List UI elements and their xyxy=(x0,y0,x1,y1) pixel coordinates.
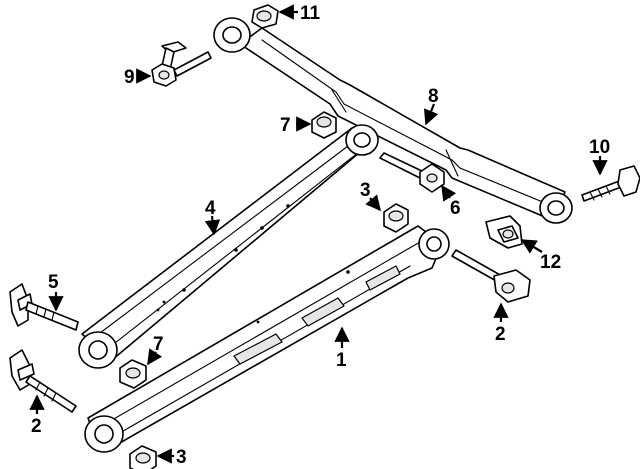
bracket-12 xyxy=(485,215,523,249)
upper-control-arm xyxy=(78,124,379,369)
callout-2-right: 2 xyxy=(495,324,506,345)
arrow-7-lower xyxy=(147,348,163,366)
bolt-2-left xyxy=(9,349,77,413)
bolt-10 xyxy=(581,165,640,202)
arrow-8 xyxy=(423,103,439,126)
bolt-2-right xyxy=(451,249,531,303)
nut-7-top xyxy=(311,111,337,139)
callout-5: 5 xyxy=(48,272,59,293)
callout-9: 9 xyxy=(124,67,135,88)
track-bar xyxy=(213,17,573,224)
callout-1: 1 xyxy=(336,350,347,371)
callout-11: 11 xyxy=(300,3,321,24)
callout-7-lower: 7 xyxy=(153,334,164,355)
bolt-6 xyxy=(379,152,445,193)
nut-11 xyxy=(251,4,279,29)
callout-10: 10 xyxy=(589,137,610,158)
callout-2-left: 2 xyxy=(31,416,42,437)
callout-3-upper: 3 xyxy=(360,180,371,201)
nut-7-lower xyxy=(119,359,147,389)
bolt-9 xyxy=(151,41,212,87)
callout-labels: 11 9 8 10 7 6 3 4 12 5 2 1 7 2 3 xyxy=(31,3,610,468)
nut-3-upper xyxy=(383,203,409,233)
nut-3-lower xyxy=(129,445,157,469)
arrow-3-upper xyxy=(365,194,381,212)
callout-4: 4 xyxy=(205,198,216,219)
arrow-6 xyxy=(441,184,457,202)
leader-arrows xyxy=(29,4,608,464)
callout-6: 6 xyxy=(450,198,461,219)
lower-control-arm xyxy=(84,225,450,453)
callout-12: 12 xyxy=(540,252,561,273)
callout-7-top: 7 xyxy=(280,115,291,136)
arrow-4 xyxy=(204,215,221,236)
callout-3-lower: 3 xyxy=(176,447,187,468)
arrow-12 xyxy=(520,239,543,254)
callout-8: 8 xyxy=(428,86,439,107)
bolt-5 xyxy=(9,283,79,331)
